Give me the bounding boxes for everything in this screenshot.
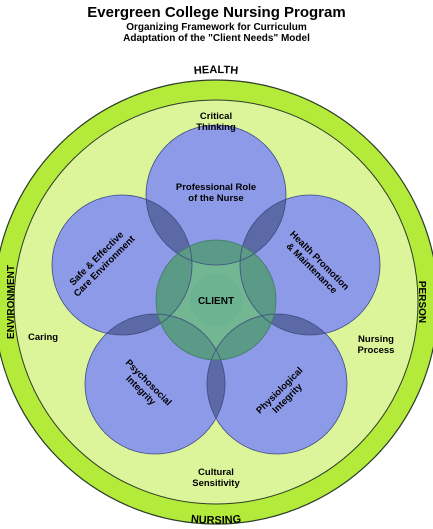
page-subtitle-1: Organizing Framework for Curriculum	[126, 22, 307, 33]
center-core	[190, 274, 242, 326]
ring-label-environment: ENVIRONMENT	[6, 265, 17, 339]
label-caring: Caring	[28, 332, 58, 343]
center-label-client: CLIENT	[198, 296, 234, 307]
center-overlaps	[156, 240, 276, 360]
label-cultural-sensitivity-2: Sensitivity	[192, 478, 240, 489]
label-nursing-process-2: Process	[358, 345, 395, 356]
label-nursing-process-1: Nursing	[358, 334, 394, 345]
ring-label-nursing: NURSING	[190, 513, 241, 526]
page-title: Evergreen College Nursing Program	[87, 4, 346, 21]
page-subtitle-2: Adaptation of the "Client Needs" Model	[123, 33, 310, 44]
petal-label-professional-1: Professional Role	[176, 182, 256, 193]
petal-label-professional-2: of the Nurse	[188, 193, 243, 204]
petal-overlaps	[85, 195, 347, 454]
label-cultural-sensitivity-1: Cultural	[198, 467, 234, 478]
ring-label-health: HEALTH	[193, 64, 238, 77]
label-critical-thinking-1: Critical	[200, 111, 232, 122]
label-critical-thinking-2: Thinking	[196, 122, 236, 133]
title-block: Evergreen College Nursing Program Organi…	[0, 4, 433, 44]
petal-outlines	[51, 124, 381, 455]
ring-label-person: PERSON	[416, 281, 427, 323]
